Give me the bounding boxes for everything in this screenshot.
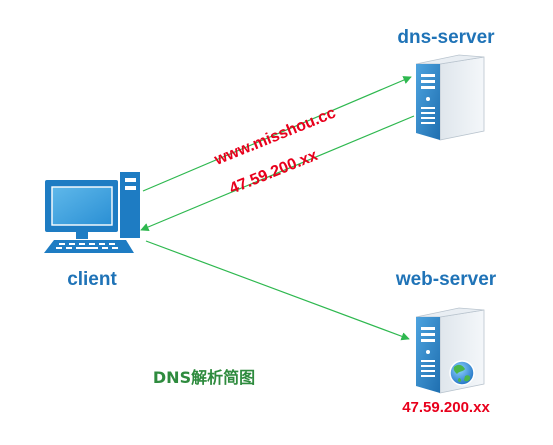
response-arrow [140,115,415,231]
query-arrow [142,76,412,192]
server-tower-icon [415,307,485,394]
desktop-computer-icon [44,172,140,253]
globe-icon [449,360,475,386]
query-label: www.misshou.cc [211,105,338,170]
web-server-label: web-server [395,269,497,290]
dns-server-label: dns-server [397,27,495,48]
server-tower-icon [415,54,485,141]
access-arrow [145,240,410,341]
client-label: client [67,269,117,290]
diagram-caption: DNS解析简图 [153,368,255,387]
web-server-ip: 47.59.200.xx [402,399,490,416]
